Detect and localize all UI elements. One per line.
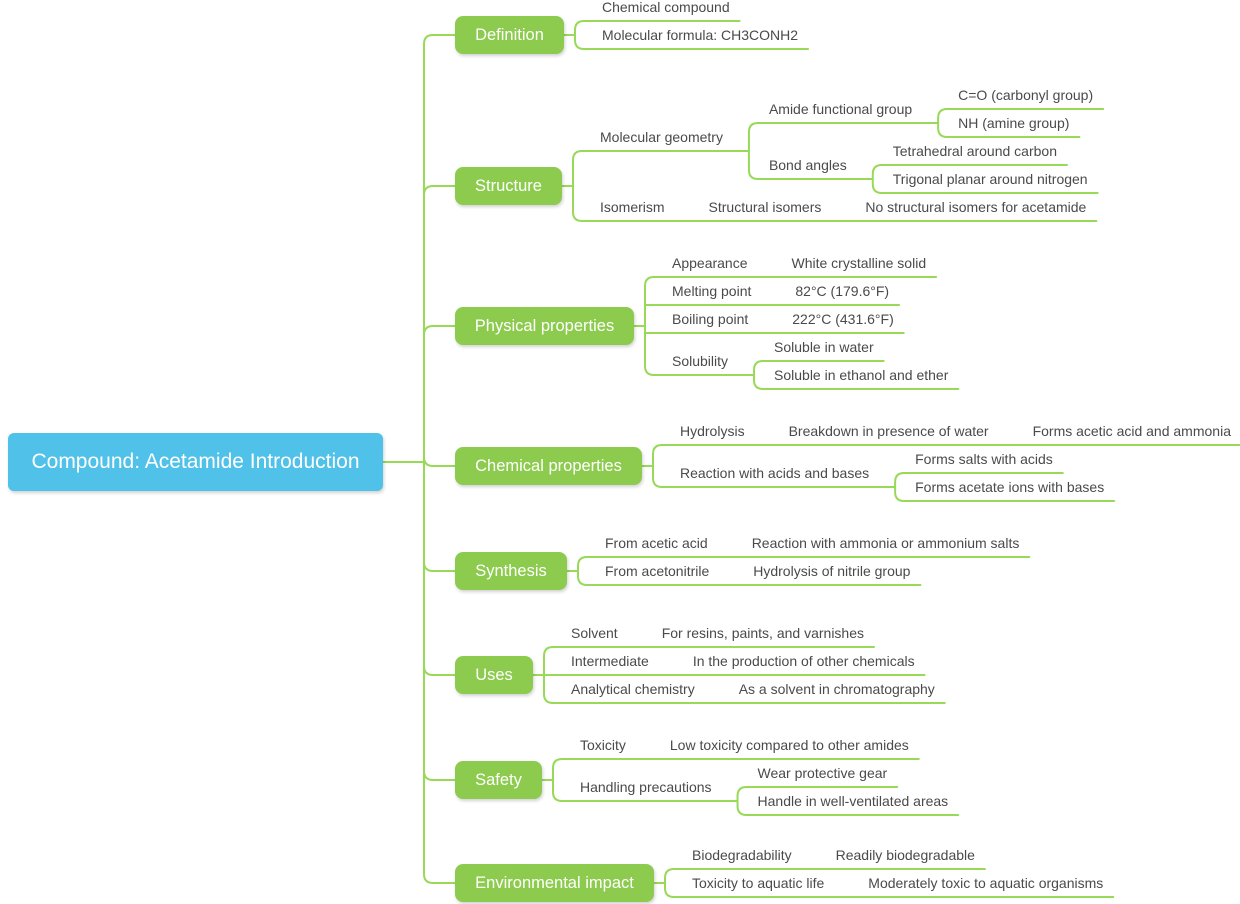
leaf-node-222-c-431-6-f[interactable]: 222°C (431.6°F)	[792, 311, 894, 327]
leaf-node-solvent[interactable]: Solvent	[571, 625, 618, 641]
leaf-node-reaction-with-acids-and-bases[interactable]: Reaction with acids and bases	[680, 465, 870, 481]
leaf-node-from-acetic-acid[interactable]: From acetic acid	[605, 535, 708, 551]
leaf-node-from-acetonitrile[interactable]: From acetonitrile	[605, 563, 710, 579]
leaf-node-c-o-carbonyl-group[interactable]: C=O (carbonyl group)	[958, 87, 1094, 103]
leaf-node-low-toxicity-compared-to-other-amides[interactable]: Low toxicity compared to other amides	[669, 737, 909, 753]
leaf-node-no-structural-isomers-for-acetamide[interactable]: No structural isomers for acetamide	[865, 199, 1087, 215]
leaf-node-soluble-in-ethanol-and-ether[interactable]: Soluble in ethanol and ether	[774, 367, 949, 383]
branch-node-chemical-properties[interactable]: Chemical properties	[455, 447, 642, 485]
leaf-node-analytical-chemistry[interactable]: Analytical chemistry	[571, 681, 695, 697]
branch-node-definition[interactable]: Definition	[455, 16, 564, 54]
leaf-node-readily-biodegradable[interactable]: Readily biodegradable	[835, 847, 975, 863]
leaf-node-bond-angles[interactable]: Bond angles	[768, 157, 847, 173]
leaf-node-molecular-geometry[interactable]: Molecular geometry	[600, 129, 723, 145]
leaf-node-chemical-compound[interactable]: Chemical compound	[602, 0, 730, 15]
root-node[interactable]: Compound: Acetamide Introduction	[8, 433, 383, 491]
leaf-node-for-resins-paints-and-varnishes[interactable]: For resins, paints, and varnishes	[661, 625, 865, 641]
leaf-node-amide-functional-group[interactable]: Amide functional group	[768, 101, 913, 117]
leaf-node-trigonal-planar-around-nitrogen[interactable]: Trigonal planar around nitrogen	[892, 171, 1088, 187]
branch-node-synthesis[interactable]: Synthesis	[455, 552, 567, 590]
leaf-node-handling-precautions[interactable]: Handling precautions	[580, 779, 712, 795]
leaf-node-forms-salts-with-acids[interactable]: Forms salts with acids	[915, 451, 1053, 467]
branch-node-safety[interactable]: Safety	[455, 761, 542, 799]
leaf-node-breakdown-in-presence-of-water[interactable]: Breakdown in presence of water	[788, 423, 989, 439]
leaf-node-soluble-in-water[interactable]: Soluble in water	[774, 339, 874, 355]
leaf-node-hydrolysis[interactable]: Hydrolysis	[680, 423, 745, 439]
leaf-node-tetrahedral-around-carbon[interactable]: Tetrahedral around carbon	[892, 143, 1057, 159]
leaf-node-biodegradability[interactable]: Biodegradability	[692, 847, 792, 863]
leaf-node-forms-acetic-acid-and-ammonia[interactable]: Forms acetic acid and ammonia	[1032, 423, 1231, 439]
leaf-node-wear-protective-gear[interactable]: Wear protective gear	[757, 765, 888, 781]
leaf-node-intermediate[interactable]: Intermediate	[571, 653, 649, 669]
branch-node-physical-properties[interactable]: Physical properties	[455, 307, 634, 345]
leaf-node-reaction-with-ammonia-or-ammonium-salts[interactable]: Reaction with ammonia or ammonium salts	[751, 535, 1020, 551]
leaf-node-nh-amine-group[interactable]: NH (amine group)	[958, 115, 1070, 131]
branch-node-structure[interactable]: Structure	[455, 167, 562, 205]
leaf-node-melting-point[interactable]: Melting point	[672, 283, 752, 299]
leaf-node-in-the-production-of-other-chemicals[interactable]: In the production of other chemicals	[692, 653, 915, 669]
branch-node-uses[interactable]: Uses	[455, 656, 533, 694]
leaf-node-toxicity-to-aquatic-life[interactable]: Toxicity to aquatic life	[692, 875, 825, 891]
leaf-node-hydrolysis-of-nitrile-group[interactable]: Hydrolysis of nitrile group	[753, 563, 911, 579]
leaf-node-boiling-point[interactable]: Boiling point	[672, 311, 749, 327]
leaf-node-moderately-toxic-to-aquatic-organisms[interactable]: Moderately toxic to aquatic organisms	[868, 875, 1104, 891]
leaf-node-solubility[interactable]: Solubility	[672, 353, 729, 369]
leaf-node-isomerism[interactable]: Isomerism	[600, 199, 665, 215]
leaf-node-appearance[interactable]: Appearance	[672, 255, 748, 271]
leaf-node-as-a-solvent-in-chromatography[interactable]: As a solvent in chromatography	[738, 681, 935, 697]
leaf-node-toxicity[interactable]: Toxicity	[580, 737, 626, 753]
leaf-node-handle-in-well-ventilated-areas[interactable]: Handle in well-ventilated areas	[757, 793, 949, 809]
leaf-node-82-c-179-6-f[interactable]: 82°C (179.6°F)	[795, 283, 890, 299]
branch-node-environmental-impact[interactable]: Environmental impact	[455, 864, 654, 902]
leaf-node-forms-acetate-ions-with-bases[interactable]: Forms acetate ions with bases	[915, 479, 1105, 495]
leaf-node-white-crystalline-solid[interactable]: White crystalline solid	[791, 255, 927, 271]
leaf-node-molecular-formula-ch3conh2[interactable]: Molecular formula: CH3CONH2	[602, 27, 799, 43]
leaf-node-structural-isomers[interactable]: Structural isomers	[708, 199, 822, 215]
